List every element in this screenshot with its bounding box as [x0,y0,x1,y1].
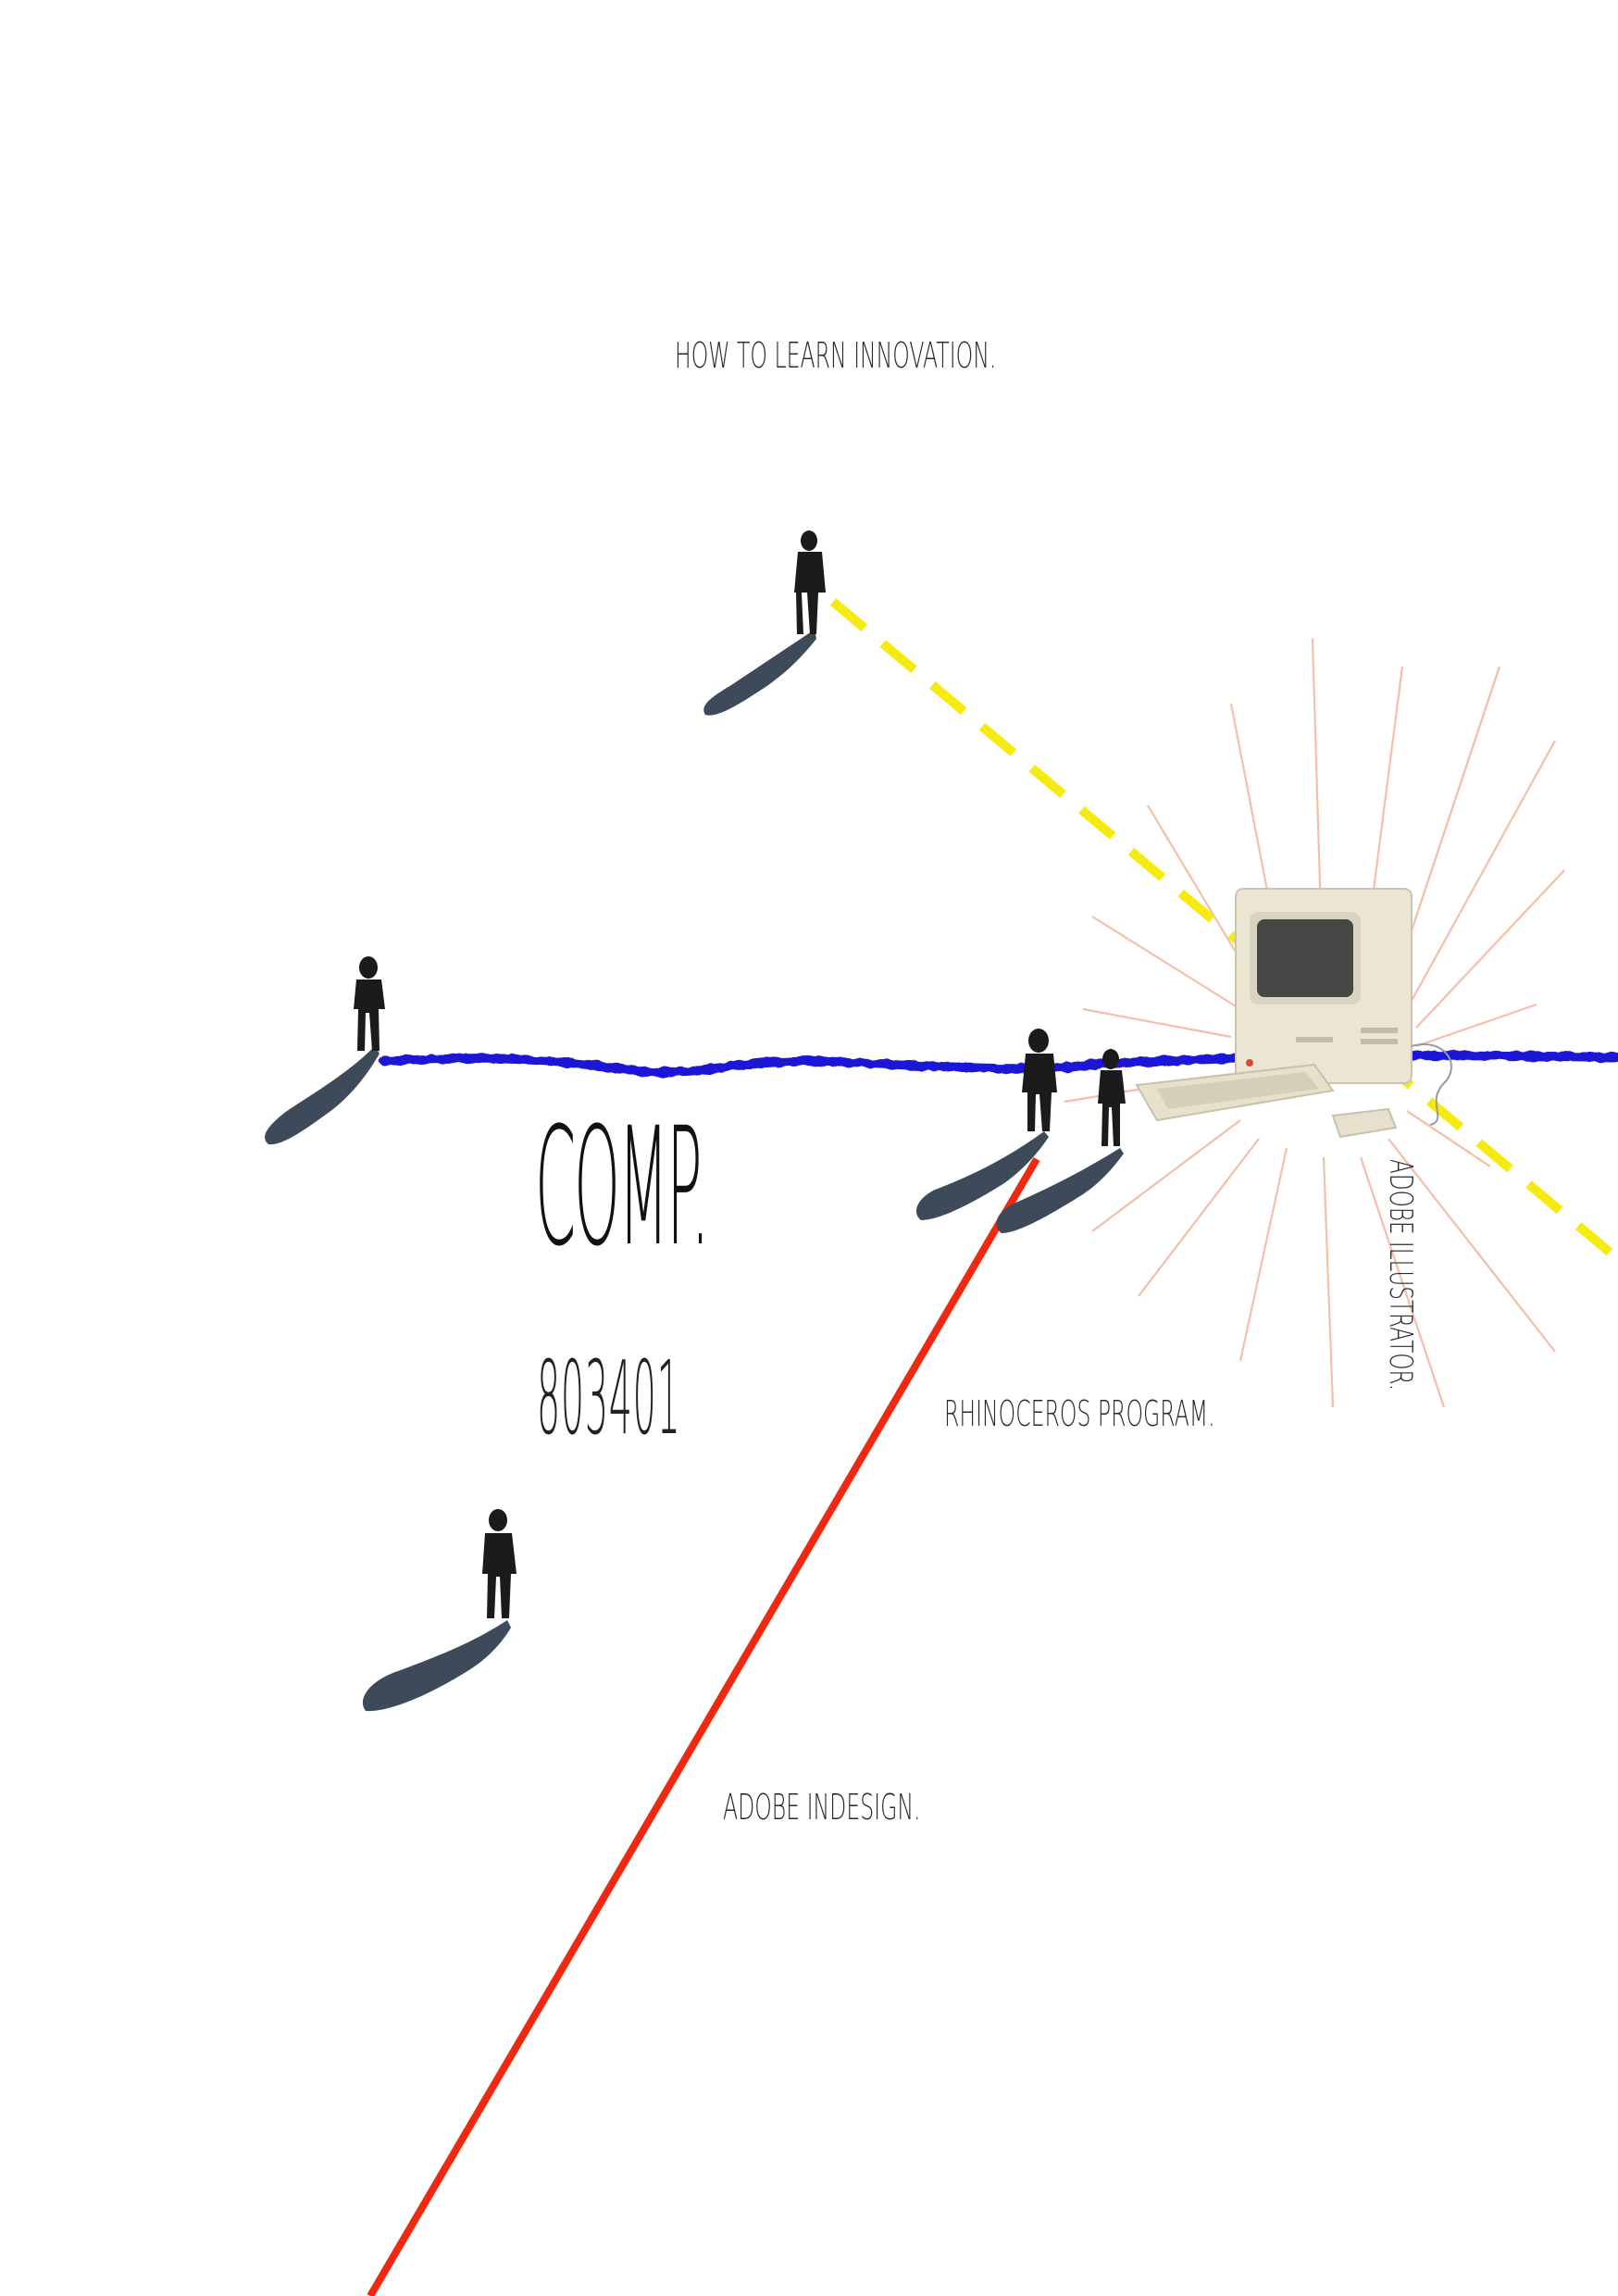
illustrator-label: ADOBE ILLUSTRATOR. [1382,1159,1419,1391]
walking-figure [362,1509,517,1712]
vintage-computer-icon [1135,888,1452,1139]
yellow-dashed-line [829,598,1618,1263]
poster-title: HOW TO LEARN INNOVATION. [675,335,997,376]
course-name: COMP. [535,1092,710,1282]
walking-figure [265,956,385,1145]
walking-figure [916,1029,1057,1220]
indesign-label: ADOBE INDESIGN. [723,1787,921,1828]
walking-figure [703,530,826,716]
course-code: 803401 [537,1339,681,1457]
blue-line [380,1051,1618,1078]
walking-figure [996,1049,1126,1233]
rhinoceros-label: RHINOCEROS PROGRAM. [944,1393,1215,1434]
red-line [367,1156,1040,2296]
